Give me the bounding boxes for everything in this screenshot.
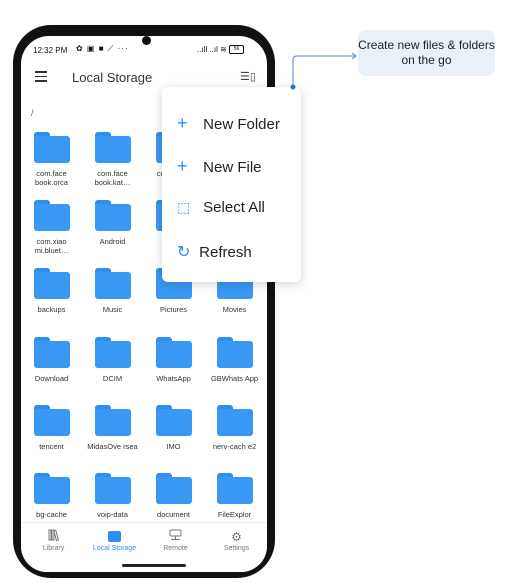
view-mode-icon[interactable]: ☰▯ xyxy=(240,71,256,83)
folder-item[interactable]: document xyxy=(143,473,204,519)
settings-icon: ⚙ xyxy=(231,530,242,544)
folder-label: com.face book.kat… xyxy=(94,169,131,187)
folder-icon xyxy=(155,337,192,368)
nav-label: Remote xyxy=(163,545,188,552)
folder-label: com.xiao mi.bluet… xyxy=(34,237,69,255)
folder-icon xyxy=(216,405,253,436)
folder-item[interactable]: com.xiao mi.bluet… xyxy=(21,200,82,255)
folder-item[interactable]: Android xyxy=(82,200,143,246)
folder-item[interactable]: tencent xyxy=(21,405,82,451)
folder-icon xyxy=(33,132,70,163)
folder-icon xyxy=(155,473,192,504)
status-time: 12:32 PM xyxy=(33,46,68,55)
folder-label: Pictures xyxy=(159,305,188,314)
breadcrumb[interactable]: / xyxy=(31,108,34,118)
menu-item-select-all[interactable]: ⬚ Select All xyxy=(177,199,265,216)
folder-icon xyxy=(216,473,253,504)
folder-icon xyxy=(94,132,131,163)
folder-item[interactable]: FileExplor xyxy=(204,473,265,519)
home-indicator xyxy=(122,564,186,567)
nav-label: Local Storage xyxy=(92,545,137,552)
menu-item-label: New Folder xyxy=(203,116,280,133)
folder-item[interactable]: MidasOve rsea xyxy=(82,405,143,451)
signal-wifi-icon: ..ıll ..ıl ≋ xyxy=(197,45,227,54)
folder-label: IMO xyxy=(166,442,181,451)
folder-label: nerv-cach e2 xyxy=(212,442,257,451)
folder-icon xyxy=(155,405,192,436)
nav-label: Library xyxy=(42,545,65,552)
folder-icon xyxy=(84,529,145,545)
folder-label: FileExplor xyxy=(217,510,252,519)
folder-label: Download xyxy=(34,374,69,383)
folder-label: Music xyxy=(102,305,123,314)
folder-label: GBWhats App xyxy=(210,374,259,383)
menu-item-new-folder[interactable]: + New Folder xyxy=(177,113,280,134)
folder-label: DCIM xyxy=(102,374,123,383)
folder-item[interactable]: GBWhats App xyxy=(204,337,265,383)
folder-label: voip-data xyxy=(97,510,128,519)
folder-item[interactable]: com.face book.orca xyxy=(21,132,82,187)
folder-label: com.face book.orca xyxy=(35,169,68,187)
notification-icons: ✿ ▣ ■ ⟋ ··· xyxy=(76,44,129,53)
folder-label: backups xyxy=(37,305,66,314)
status-bar: 12:32 PM ✿ ▣ ■ ⟋ ··· ..ıll ..ıl ≋ 56 xyxy=(21,36,267,62)
folder-icon xyxy=(94,405,131,436)
folder-label: MidasOve rsea xyxy=(87,442,138,451)
menu-item-new-file[interactable]: + New File xyxy=(177,156,262,177)
folder-item[interactable]: com.face book.kat… xyxy=(82,132,143,187)
folder-item[interactable]: Download xyxy=(21,337,82,383)
folder-icon xyxy=(216,337,253,368)
folder-icon xyxy=(94,337,131,368)
menu-item-label: Refresh xyxy=(199,244,252,261)
nav-library[interactable]: Library xyxy=(23,529,84,552)
app-bar: Local Storage ☰▯ xyxy=(21,62,267,98)
remote-icon xyxy=(145,529,206,545)
folder-label: Movies xyxy=(222,305,247,314)
folder-item[interactable]: WhatsApp xyxy=(143,337,204,383)
menu-item-label: New File xyxy=(203,159,262,176)
folder-icon xyxy=(33,337,70,368)
library-icon xyxy=(23,529,84,545)
context-menu: + New Folder + New File ⬚ Select All ↻ R… xyxy=(162,87,301,282)
page-title: Local Storage xyxy=(72,70,153,85)
refresh-icon: ↻ xyxy=(177,244,191,261)
folder-icon xyxy=(94,268,131,299)
folder-label: tencent xyxy=(39,442,64,451)
folder-item[interactable]: backups xyxy=(21,268,82,314)
callout-text: Create new files & folders on the go xyxy=(358,30,495,76)
folder-icon xyxy=(94,473,131,504)
folder-item[interactable]: bg-cache xyxy=(21,473,82,519)
folder-item[interactable]: Music xyxy=(82,268,143,314)
callout-connector xyxy=(290,52,357,90)
folder-item[interactable]: nerv-cach e2 xyxy=(204,405,265,451)
menu-item-refresh[interactable]: ↻ Refresh xyxy=(177,242,252,262)
signal-icons: ..ıll ..ıl ≋ 56 xyxy=(197,45,245,55)
hamburger-menu-icon[interactable] xyxy=(35,71,47,82)
folder-icon xyxy=(33,268,70,299)
folder-label: Android xyxy=(99,237,126,246)
folder-item[interactable]: DCIM xyxy=(82,337,143,383)
nav-local-storage[interactable]: Local Storage xyxy=(84,529,145,552)
nav-label: Settings xyxy=(223,545,250,552)
nav-settings[interactable]: ⚙ Settings xyxy=(206,529,267,552)
nav-remote[interactable]: Remote xyxy=(145,529,206,552)
plus-icon: + xyxy=(177,113,188,133)
folder-item[interactable]: voip-data xyxy=(82,473,143,519)
front-camera xyxy=(142,36,151,45)
menu-item-label: Select All xyxy=(203,199,265,216)
folder-label: WhatsApp xyxy=(156,374,191,383)
folder-icon xyxy=(33,473,70,504)
folder-icon xyxy=(33,405,70,436)
folder-icon xyxy=(94,200,131,231)
battery-icon: 56 xyxy=(229,45,245,55)
folder-item[interactable]: IMO xyxy=(143,405,204,451)
folder-icon xyxy=(33,200,70,231)
select-all-icon: ⬚ xyxy=(177,199,191,215)
folder-label: document xyxy=(157,510,190,519)
folder-label: bg-cache xyxy=(36,510,67,519)
bottom-navigation: Library Local Storage Remote ⚙ Settings xyxy=(21,522,267,572)
plus-icon: + xyxy=(177,156,188,176)
